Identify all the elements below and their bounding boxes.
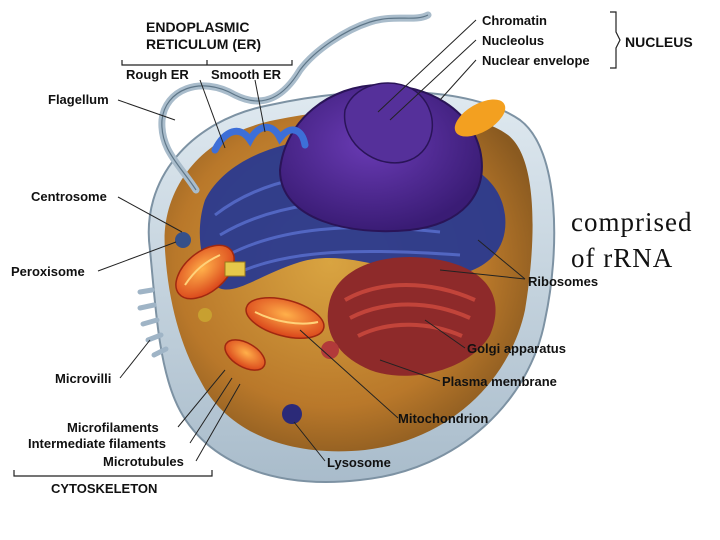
ribosomes-label: Ribosomes [528,274,599,289]
peroxisome-label: Peroxisome [11,264,85,279]
mitochondrion-3 [224,339,266,371]
cytoskeleton-label: CYTOSKELETON [51,481,158,496]
nucleolus-label: Nucleolus [482,33,545,48]
microvilli-label: Microvilli [55,371,112,386]
centrosome-label: Centrosome [31,189,107,204]
rough-er-label: Rough ER [126,67,189,82]
overlay-text-line1: comprised [571,207,693,237]
lysosome-label: Lysosome [327,455,391,470]
microvilli-shape [137,287,169,358]
peroxisome-shape [175,232,191,248]
plasma-membrane-label: Plasma membrane [442,374,557,389]
leader-lines [97,19,526,462]
chromatin-label: Chromatin [482,13,547,28]
nucleolus-shape [343,82,434,164]
er-title-line2: RETICULUM (ER) [146,36,262,52]
mitochondrion-1 [175,244,235,300]
flagellum-label: Flagellum [48,92,109,107]
intermediate-filaments-label: Intermediate filaments [28,436,166,451]
mitochondrion-2 [245,297,325,339]
smooth-er-shape [211,123,309,154]
smooth-er-label: Smooth ER [211,67,282,82]
overlay-text-line2: of rRNA [571,243,674,273]
golgi-apparatus-label: Golgi apparatus [467,341,566,356]
golgi-shape [327,256,496,376]
microfilaments-label: Microfilaments [67,420,159,435]
microtubules-label: Microtubules [103,454,184,469]
centrosome-shape [224,261,246,277]
er-title-line1: ENDOPLASMIC [146,19,250,35]
nucleus-label: NUCLEUS [625,34,693,50]
mitochondrion-label: Mitochondrion [398,411,489,426]
nucleus-bracket [610,11,621,69]
nuclear-envelope-label: Nuclear envelope [482,53,590,68]
lysosome-shape [282,404,302,424]
er-bracket [121,60,293,66]
cytoskeleton-bracket [13,470,213,477]
